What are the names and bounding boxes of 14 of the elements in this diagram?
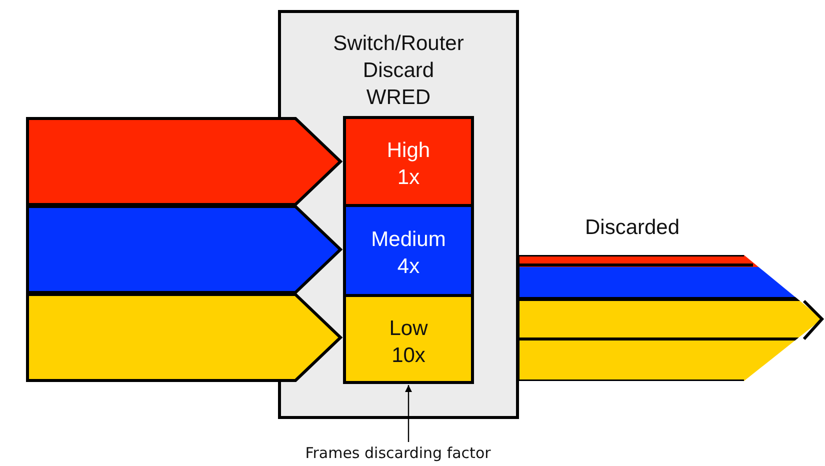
queue-label: High 1x [386, 138, 430, 191]
queue-box [343, 294, 474, 384]
queue-label: Low 10x [389, 316, 428, 369]
leader-arrow [405, 385, 412, 442]
input-arrow [26, 117, 342, 206]
queue-label: Medium 4x [371, 227, 446, 280]
arrow-caption: Discarded [585, 216, 680, 240]
annotation-text: Frames discarding factor [270, 444, 526, 462]
input-arrow [26, 205, 342, 294]
queue-box [343, 116, 474, 207]
striped-output-arrow [516, 253, 825, 383]
queue-box [343, 204, 474, 297]
input-arrow [26, 293, 342, 382]
box-title: Switch/Router Discard WRED [333, 31, 464, 111]
